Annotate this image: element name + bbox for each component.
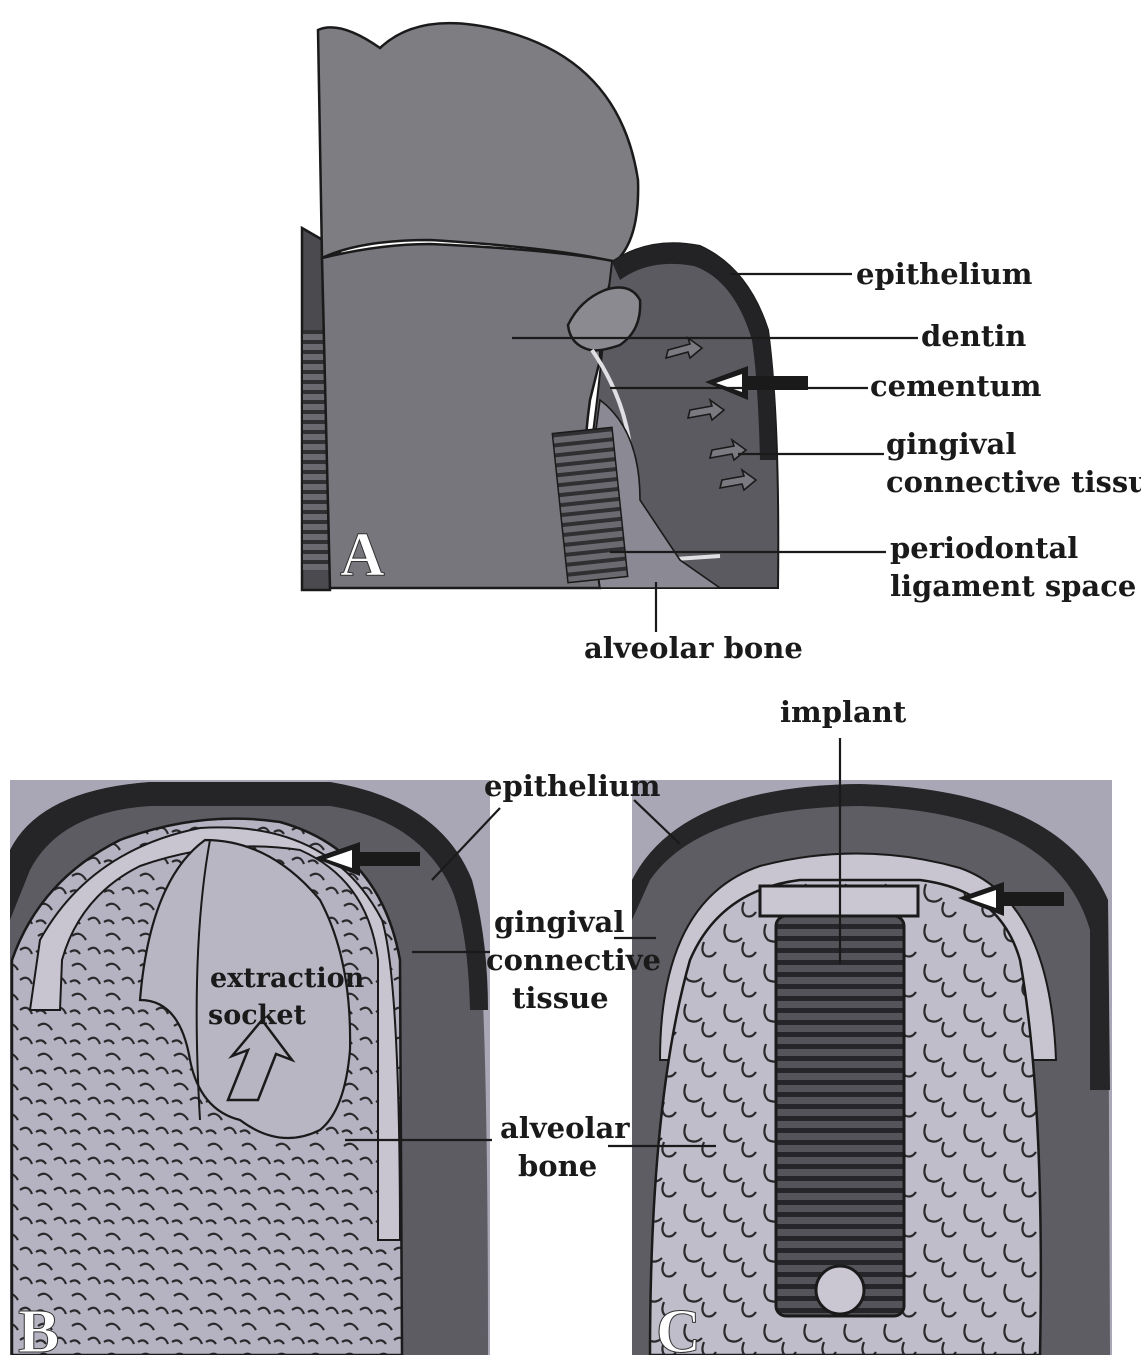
panel-c: implant C — [632, 695, 1112, 1355]
label-a-dentin: dentin — [921, 319, 1026, 353]
label-a-pdl-line2: ligament space — [890, 569, 1136, 603]
panel-c-implant-body — [776, 916, 904, 1316]
label-a-cementum: cementum — [870, 369, 1042, 403]
panel-a-tooth-crown — [318, 23, 638, 262]
panel-a: A epithelium dentin cementum gingival co… — [302, 23, 1141, 665]
label-b-socket-line1: extraction — [210, 963, 365, 994]
label-c-implant: implant — [780, 695, 907, 729]
label-b-socket-line2: socket — [208, 1000, 307, 1031]
label-shared-gingival-line2: connective — [486, 943, 661, 977]
label-shared-alveolar-line1: alveolar — [500, 1111, 630, 1145]
label-shared-alveolar-line2: bone — [518, 1149, 597, 1183]
panel-a-letter: A — [340, 521, 385, 589]
label-shared-gingival-line3: tissue — [512, 981, 609, 1015]
label-a-pdl-line1: periodontal — [890, 531, 1078, 565]
panel-c-letter: C — [656, 1298, 701, 1355]
panel-b-letter: B — [18, 1298, 59, 1355]
panel-b: extraction socket B — [10, 780, 490, 1355]
label-shared-epithelium: epithelium — [484, 769, 661, 803]
panel-c-implant-hole — [816, 1266, 864, 1314]
label-shared-gingival-line1: gingival — [494, 905, 624, 939]
label-a-gingival-line1: gingival — [886, 427, 1016, 461]
label-a-epithelium: epithelium — [856, 257, 1033, 291]
label-a-alveolar-bone: alveolar bone — [584, 631, 803, 665]
label-a-gingival-line2: connective tissue — [886, 465, 1141, 499]
